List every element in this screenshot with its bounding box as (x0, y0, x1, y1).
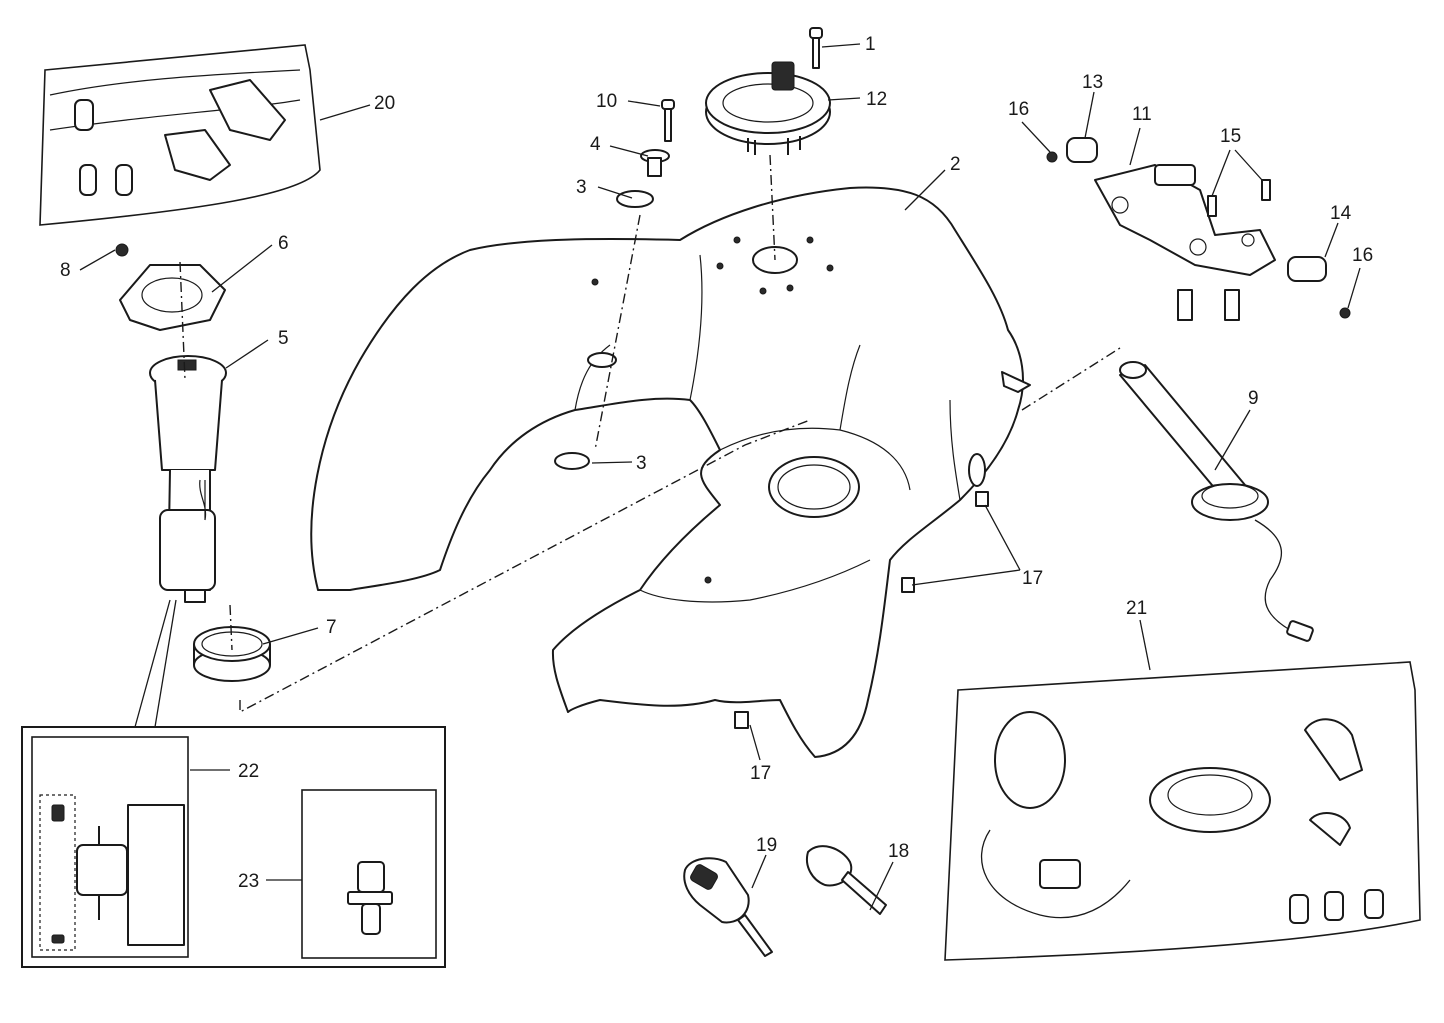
callout-9: 9 (1248, 388, 1259, 409)
callout-4: 4 (590, 134, 601, 155)
rubber-grommet (616, 190, 654, 208)
pump-flange-ring (119, 264, 226, 331)
callout-20: 20 (374, 93, 395, 114)
callout-16b: 16 (1352, 245, 1373, 266)
lock-kit-sheet (39, 44, 321, 226)
key-fob (683, 857, 773, 957)
filler-cap (705, 61, 831, 155)
callout-10: 10 (596, 91, 617, 112)
fuel-tank (310, 186, 1031, 758)
callout-12: 12 (866, 89, 887, 110)
callout-21: 21 (1126, 598, 1147, 619)
callout-17: 17 (1022, 568, 1043, 589)
callout-1: 1 (865, 34, 876, 55)
assembly-axis-lines (179, 154, 1121, 714)
callout-13: 13 (1082, 72, 1103, 93)
callout-5: 5 (278, 328, 289, 349)
callout-8: 8 (60, 260, 71, 281)
callout-18: 18 (888, 841, 909, 862)
callout-3b: 3 (636, 453, 647, 474)
callout-11: 11 (1132, 104, 1152, 125)
spacer-bushing (640, 149, 670, 177)
fuel-pump (149, 355, 227, 603)
callout-22: 22 (238, 761, 259, 782)
sealing-ring (193, 626, 271, 682)
callout-16: 16 (1008, 99, 1029, 120)
callout-23: 23 (238, 871, 259, 892)
callout-labels: 1 2 3 3 4 5 6 7 8 9 10 11 12 13 14 15 16… (60, 34, 1373, 892)
mounting-screw (661, 99, 675, 142)
retaining-clip (734, 491, 989, 729)
callout-3: 3 (576, 177, 587, 198)
callout-14: 14 (1330, 203, 1352, 224)
callout-6: 6 (278, 233, 289, 254)
nut (115, 243, 129, 257)
pressure-regulator-detail-panel (301, 789, 437, 959)
fuel-level-sensor (1119, 361, 1314, 642)
filler-cap-screw (809, 27, 823, 69)
callout-19: 19 (756, 835, 777, 856)
lock-bracket-assembly (1046, 137, 1351, 321)
callout-15: 15 (1220, 126, 1241, 147)
ignition-key (806, 845, 887, 915)
callout-2: 2 (950, 154, 961, 175)
callout-7: 7 (326, 617, 337, 638)
lock-set-kit-sheet (944, 661, 1421, 961)
callout-17b: 17 (750, 763, 771, 784)
callout-leader-lines (79, 43, 1361, 911)
